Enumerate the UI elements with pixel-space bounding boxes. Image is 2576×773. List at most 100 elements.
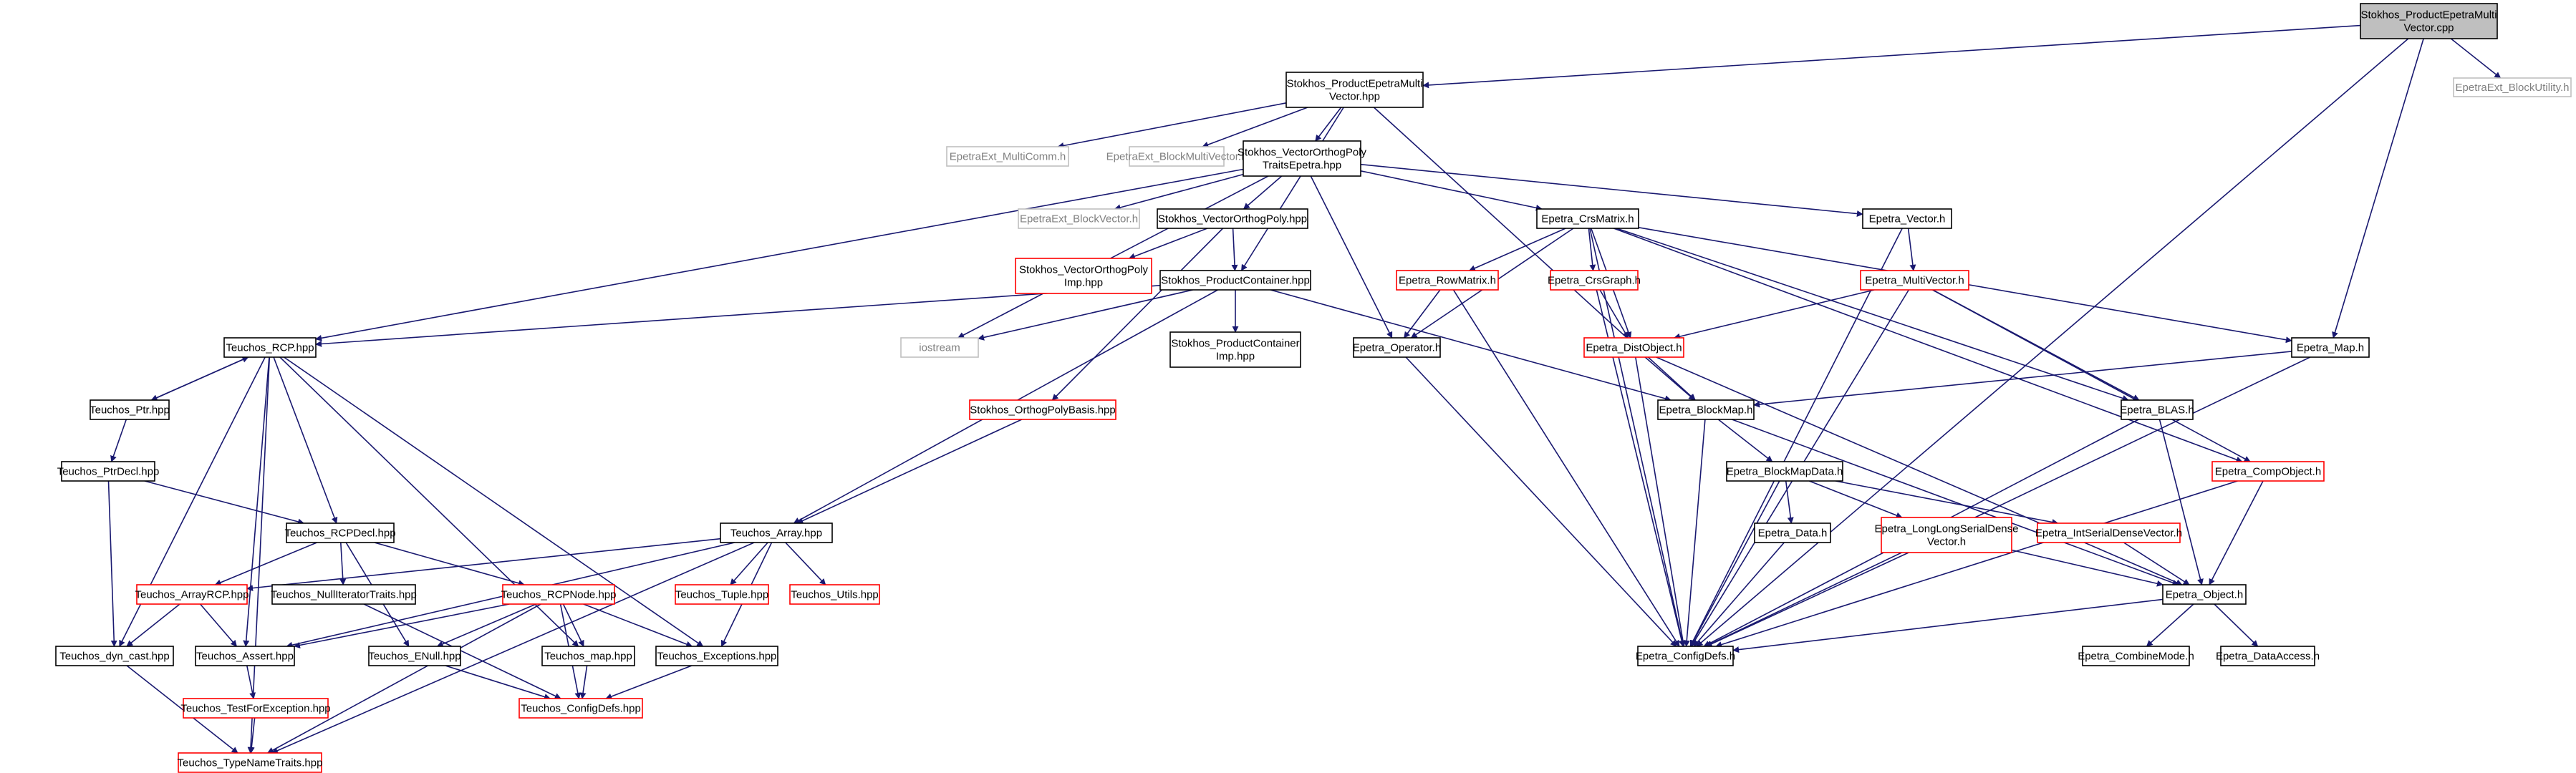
node-label: Teuchos_TestForException.hpp [180,703,330,715]
edge-prod_cpp-to-prod_hpp [1422,24,2361,89]
node-blas[interactable]: Epetra_BLAS.h [2120,399,2194,420]
node-box [136,584,248,605]
edge-prod_cpp-to-emap [2332,38,2424,339]
node-box [2162,584,2247,605]
edge-rcpnode-to-exceptions [583,603,693,648]
edge-prod_hpp-to-vop_traits [1315,107,1342,142]
edge-crsmatrix-to-rowmatrix [1468,228,1566,271]
edge-distobject-to-econfig [1635,356,1687,647]
node-rcpnode[interactable]: Teuchos_RCPNode.hpp [501,584,617,605]
node-rcpdecl[interactable]: Teuchos_RCPDecl.hpp [284,522,396,543]
node-blockmap[interactable]: Epetra_BlockMap.h [1657,399,1755,420]
edge-ptr-to-ptrdecl [110,419,127,462]
edge-crsmatrix-to-compobject [1613,228,2243,463]
node-prodcont[interactable]: Stokhos_ProductContainer.hpp [1159,270,1311,291]
node-dyncast[interactable]: Teuchos_dyn_cast.hpp [55,646,174,666]
node-label: TraitsEpetra.hpp [1263,160,1341,172]
node-econfig[interactable]: Epetra_ConfigDefs.h [1636,646,1735,666]
edge-vector-to-multivector [1907,228,1916,271]
node-nullit[interactable]: Teuchos_NullIteratorTraits.hpp [271,584,417,605]
node-data[interactable]: Epetra_Data.h [1754,522,1831,543]
node-label: Teuchos_map.hpp [544,651,632,663]
node-label: Epetra_LongLongSerialDense [1875,523,2019,535]
edge-vop_traits-to-crsmatrix [1360,170,1543,211]
edge-crsgraph-to-distobject [1599,289,1629,339]
node-operator[interactable]: Epetra_Operator.h [1353,337,1441,358]
node-box [1285,72,1424,108]
edge-vop-to-vop_imp [1128,228,1208,260]
node-vop[interactable]: Stokhos_VectorOrthogPoly.hpp [1157,208,1308,229]
node-box [2220,646,2315,666]
node-opbasis[interactable]: Stokhos_OrthogPolyBasis.hpp [969,399,1116,420]
node-arrayrcp[interactable]: Teuchos_ArrayRCP.hpp [135,584,249,605]
node-enull[interactable]: Teuchos_ENull.hpp [368,646,461,666]
node-vector[interactable]: Epetra_Vector.h [1862,208,1952,229]
node-label: Epetra_IntSerialDenseVector.h [2035,528,2182,540]
node-box [1881,517,2012,553]
node-crsgraph[interactable]: Epetra_CrsGraph.h [1548,270,1641,291]
edge-compobject-to-econfig [1715,480,2238,648]
edge-vop-to-prodcont [1231,228,1238,271]
node-tuple[interactable]: Teuchos_Tuple.hpp [675,584,769,605]
node-box [502,584,615,605]
file-nodes: Stokhos_ProductEpetraMultiVector.cppStok… [55,3,2572,773]
node-exceptions[interactable]: Teuchos_Exceptions.hpp [655,646,778,666]
node-label: Epetra_CrsMatrix.h [1541,213,1634,225]
node-label: Epetra_MultiVector.h [1865,275,1964,287]
node-combine[interactable]: Epetra_CombineMode.h [2078,646,2194,666]
node-label: Epetra_Vector.h [1869,213,1946,225]
edge-vop_traits-to-vop [1243,175,1283,210]
edge-vector-to-econfig [1689,228,1903,647]
node-typename[interactable]: Teuchos_TypeNameTraits.hpp [178,752,323,773]
edge-distobject-to-object [1656,356,2183,585]
node-emap[interactable]: Epetra_Map.h [2291,337,2370,358]
edge-rcpnode-to-assert [293,603,510,648]
edge-blockmapdata-to-data [1785,480,1794,524]
node-box [2360,3,2498,39]
node-utils[interactable]: Teuchos_Utils.hpp [789,584,880,605]
node-box [1243,140,1361,177]
edge-rcpdecl-to-arrayrcp [214,542,317,586]
node-object[interactable]: Epetra_Object.h [2162,584,2247,605]
edge-crsmatrix-to-econfig [1589,228,1686,647]
node-map[interactable]: Teuchos_map.hpp [541,646,635,666]
node-label: Epetra_ConfigDefs.h [1636,651,1735,663]
node-compobject[interactable]: Epetra_CompObject.h [2211,461,2325,482]
node-intserial[interactable]: Epetra_IntSerialDenseVector.h [2035,522,2182,543]
node-blockmapdata[interactable]: Epetra_BlockMapData.h [1726,461,1843,482]
node-label: Epetra_CombineMode.h [2078,651,2194,663]
node-tconfig[interactable]: Teuchos_ConfigDefs.hpp [518,698,643,719]
node-label: Imp.hpp [1064,277,1103,289]
node-assert[interactable]: Teuchos_Assert.hpp [195,646,295,666]
node-multivector[interactable]: Epetra_MultiVector.h [1860,270,1969,291]
node-array[interactable]: Teuchos_Array.hpp [720,522,833,543]
node-box [1157,208,1308,229]
node-testfor[interactable]: Teuchos_TestForException.hpp [180,698,331,719]
edge-ptr-to-rcp [151,356,249,401]
node-crsmatrix[interactable]: Epetra_CrsMatrix.h [1536,208,1639,229]
node-rcp[interactable]: Teuchos_RCP.hpp [223,337,317,358]
node-label: Teuchos_Exceptions.hpp [657,651,777,663]
node-dataaccess[interactable]: Epetra_DataAccess.h [2216,646,2320,666]
edge-array-to-utils [785,542,826,585]
edge-operator-to-econfig [1405,356,1677,647]
edge-blockmapdata-to-intserial [1835,480,2059,525]
edge-dyncast-to-typename [126,665,238,754]
node-ptr[interactable]: Teuchos_Ptr.hpp [90,399,170,420]
edge-vop_traits-to-iostream [957,175,1269,339]
node-rowmatrix[interactable]: Epetra_RowMatrix.h [1396,270,1499,291]
edge-blockmap-to-econfig [1683,419,1706,647]
node-label: Epetra_CrsGraph.h [1548,275,1641,287]
node-box [286,522,395,543]
node-box [55,646,174,666]
node-ptrdecl[interactable]: Teuchos_PtrDecl.hpp [57,461,160,482]
node-box [969,399,1116,420]
node-distobject[interactable]: Epetra_DistObject.h [1583,337,1684,358]
